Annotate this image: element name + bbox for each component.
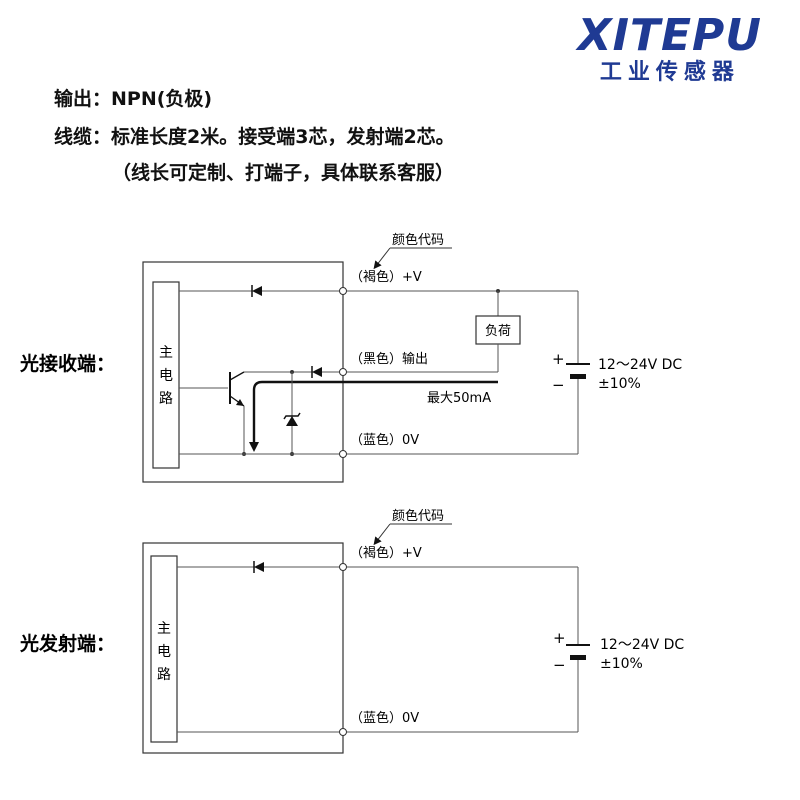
receiver-zener-diode-icon xyxy=(283,412,301,426)
emitter-color-code-label: 颜色代码 xyxy=(392,508,444,524)
custom-note: （线长可定制、打端子，具体联系客服） xyxy=(112,162,455,184)
brand-name: XITEPU xyxy=(577,10,762,61)
receiver-current-arrow-icon xyxy=(249,442,259,452)
brand-subtitle: 工业传感器 xyxy=(599,60,740,85)
receiver-brown-wire-label: （褐色）+V xyxy=(350,269,422,285)
receiver-blue-wire-label: （蓝色）0V xyxy=(350,432,419,448)
emitter-main-circuit-char-3: 路 xyxy=(157,667,171,683)
receiver-current-flow-line xyxy=(252,380,498,448)
receiver-max-current-label: 最大50mA xyxy=(427,391,491,406)
receiver-npn-transistor-icon xyxy=(179,371,245,454)
receiver-supply-voltage: 12～24V DC xyxy=(598,357,682,373)
emitter-supply-tolerance: ±10% xyxy=(600,656,643,672)
receiver-load-box xyxy=(475,315,521,345)
receiver-black-wire-label: （黑色）输出 xyxy=(350,351,428,367)
emitter-housing xyxy=(142,542,344,754)
receiver-color-code-pointer xyxy=(373,247,391,270)
receiver-supply-plus: + xyxy=(552,350,565,368)
emitter-supply-minus: − xyxy=(553,656,566,674)
emitter-main-circuit-box xyxy=(150,555,178,743)
output-spec: 输出：NPN(负极) xyxy=(54,88,213,110)
emitter-main-circuit-char-1: 主 xyxy=(157,621,171,637)
emitter-main-circuit-char-2: 电 xyxy=(157,644,171,660)
receiver-color-code-label: 颜色代码 xyxy=(392,232,444,248)
brand-logo: XITEPU 工业传感器 xyxy=(578,12,762,86)
emitter-supply-plus: + xyxy=(553,629,566,647)
receiver-main-circuit-char-2: 电 xyxy=(159,368,173,384)
receiver-supply-minus: − xyxy=(552,376,565,394)
emitter-battery-icon xyxy=(566,644,590,660)
emitter-diagram: 光发射端： 主 电 路 颜色代码 （褐色）+V （蓝色）0V + − 12～24… xyxy=(19,508,684,754)
cable-spec: 线缆：标准长度2米。接受端3芯，发射端2芯。 xyxy=(54,126,455,148)
receiver-main-circuit-char-1: 主 xyxy=(159,345,173,361)
emitter-vplus-terminal xyxy=(339,563,347,571)
receiver-output-diode-icon xyxy=(311,366,322,378)
emitter-supply-voltage: 12～24V DC xyxy=(600,637,684,653)
receiver-battery-icon xyxy=(566,363,590,379)
emitter-brown-wire-label: （褐色）+V xyxy=(350,545,422,561)
receiver-section-label: 光接收端： xyxy=(19,352,115,375)
receiver-vplus-terminal xyxy=(339,287,347,295)
receiver-output-terminal xyxy=(339,368,347,376)
emitter-zero-volt-terminal xyxy=(339,728,347,736)
receiver-supply-tolerance: ±10% xyxy=(598,376,641,392)
receiver-main-circuit-box xyxy=(152,281,180,469)
emitter-color-code-pointer xyxy=(373,523,391,546)
receiver-load-label: 负荷 xyxy=(485,324,511,339)
receiver-zero-volt-terminal xyxy=(339,450,347,458)
emitter-blue-wire-label: （蓝色）0V xyxy=(350,710,419,726)
emitter-vplus-diode-icon xyxy=(253,561,264,573)
receiver-main-circuit-char-3: 路 xyxy=(159,391,173,407)
emitter-section-label: 光发射端： xyxy=(19,632,115,655)
receiver-diagram: 光接收端： 主 电 路 颜色代码 （褐色）+V 负荷 xyxy=(19,232,682,483)
receiver-vplus-diode-icon xyxy=(251,285,262,297)
